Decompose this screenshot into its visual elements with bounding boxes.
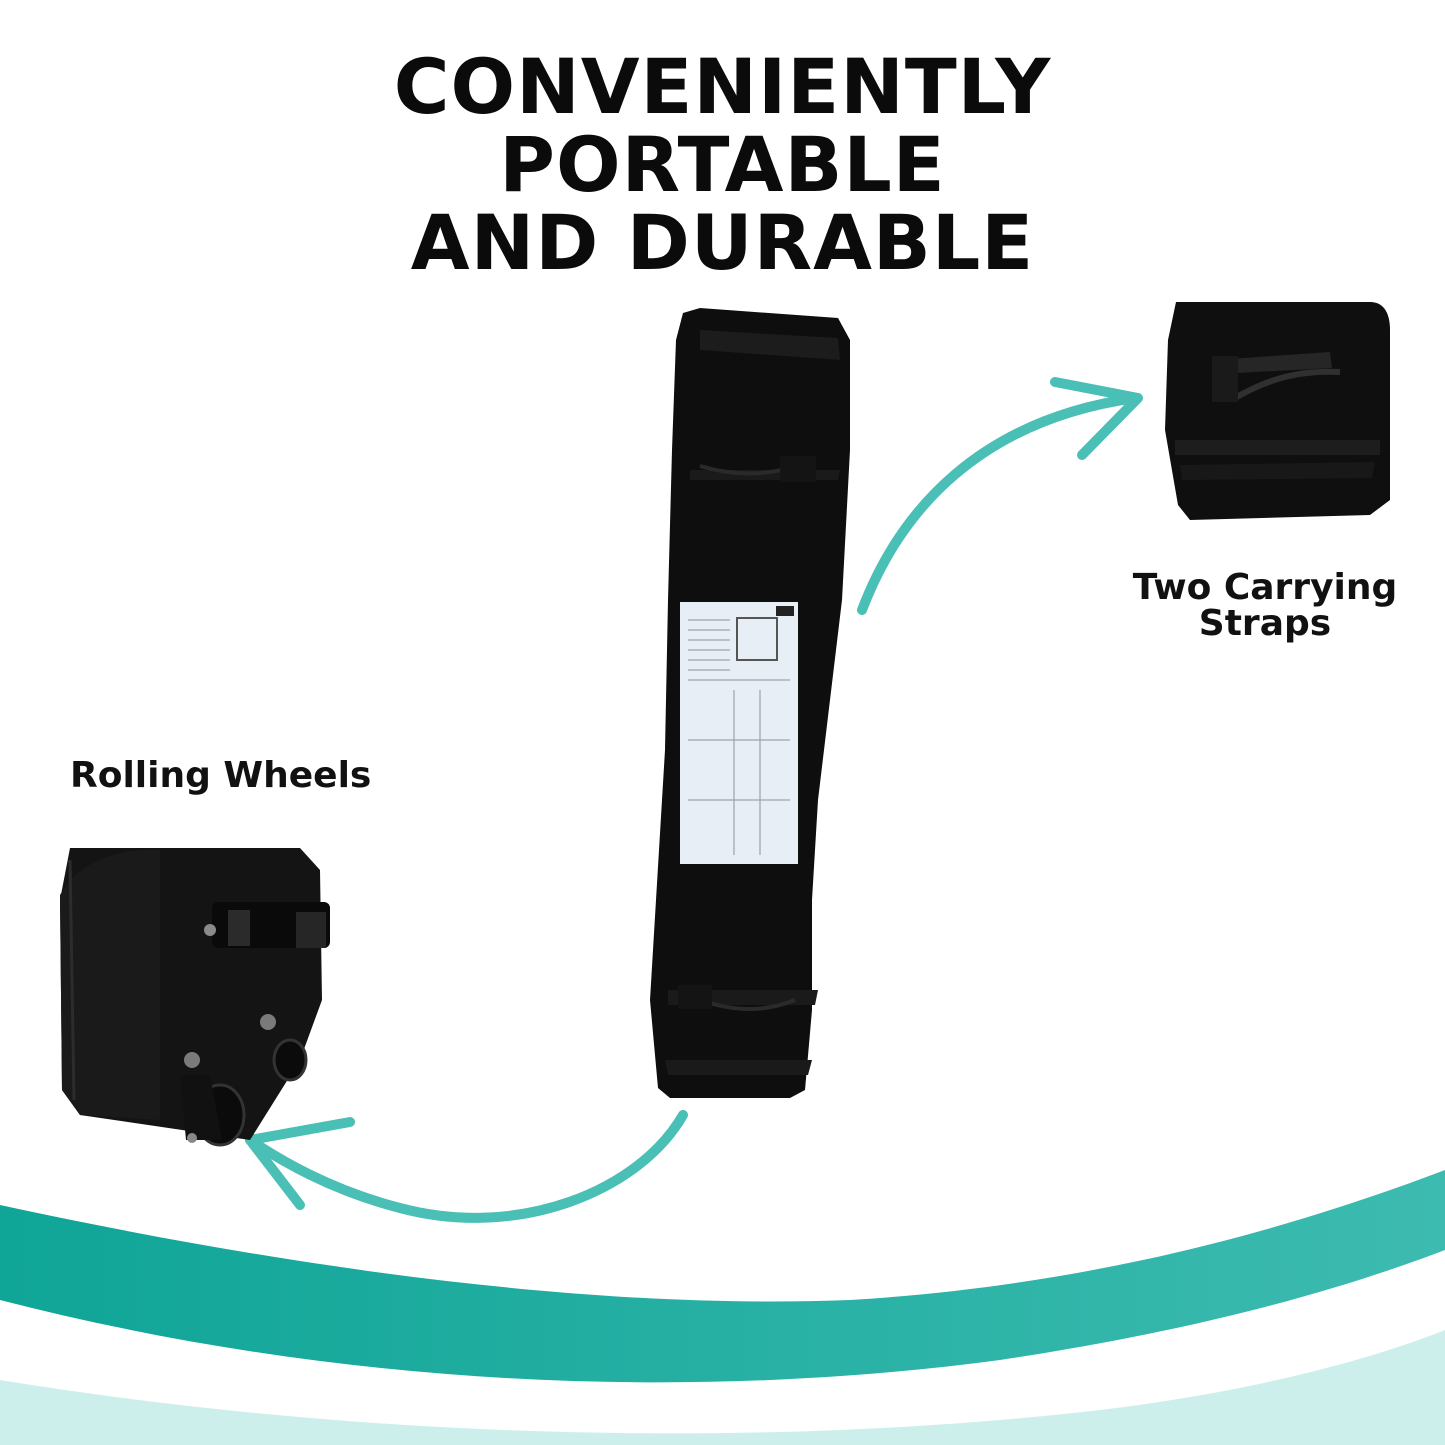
instruction-label	[680, 602, 798, 864]
straps-label-line-1: Two Carrying	[1132, 567, 1398, 608]
bottom-wave	[0, 1170, 1445, 1445]
wheels-callout-label: Rolling Wheels	[70, 755, 372, 796]
headline-line-3: AND DURABLE	[410, 198, 1035, 287]
wheels-closeup-photo	[60, 848, 330, 1147]
straps-closeup-photo	[1165, 302, 1390, 520]
straps-callout-label: Two Carrying Straps	[1105, 570, 1425, 642]
headline-line-2: PORTABLE	[499, 120, 946, 209]
headline-line-1: CONVENIENTLY	[393, 42, 1052, 131]
bag-main	[650, 308, 850, 1098]
headline: CONVENIENTLY PORTABLE AND DURABLE	[0, 48, 1445, 282]
straps-label-line-2: Straps	[1198, 603, 1332, 644]
arrow-to-straps	[857, 377, 1143, 615]
arrow-to-wheels	[245, 1110, 688, 1223]
